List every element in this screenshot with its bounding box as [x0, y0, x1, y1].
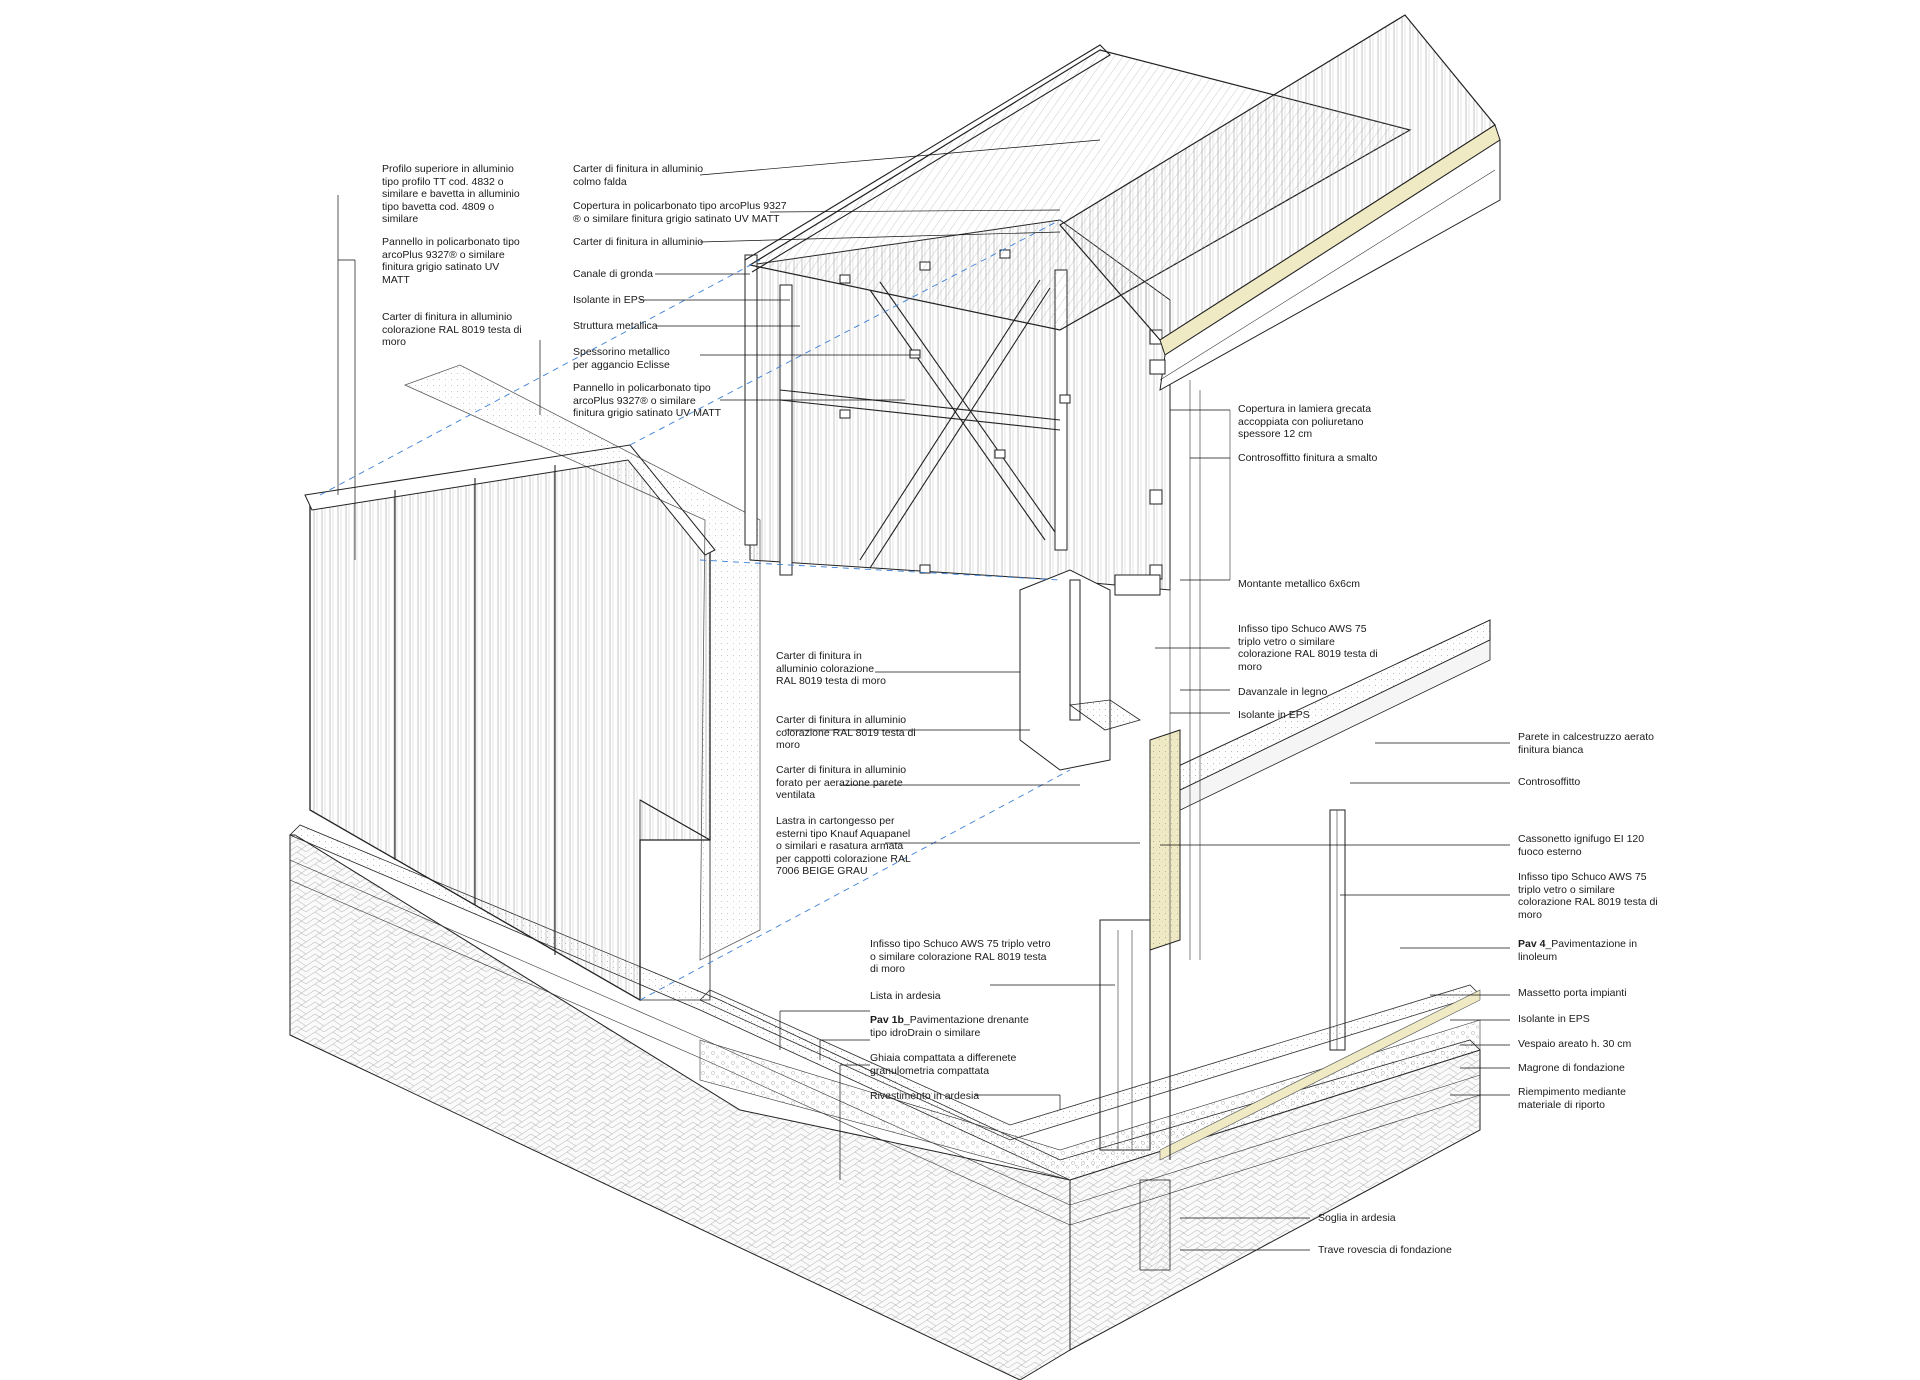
label-carter-ral8019-2: Carter di finitura in alluminio colorazi… — [776, 650, 886, 687]
label-pav-1b: Pav 1b_Pavimentazione drenante tipo idro… — [870, 1014, 1029, 1039]
label-isolante-eps-3: Isolante in EPS — [1518, 1013, 1590, 1025]
label-carter-ral8019-3: Carter di finitura in alluminio colorazi… — [776, 714, 916, 751]
label-copertura-lamiera: Copertura in lamiera grecata accoppiata … — [1238, 403, 1372, 440]
label-cassonetto: Cassonetto ignifugo EI 120 fuoco esterno — [1518, 833, 1645, 858]
label-struttura-metallica: Struttura metallica — [573, 320, 658, 332]
label-trave-rovescia: Trave rovescia di fondazione — [1318, 1244, 1452, 1256]
vertical-reference-lines — [1169, 380, 1231, 1160]
label-pav-4: Pav 4_Pavimentazione in linoleum — [1518, 938, 1637, 963]
label-parete-calcestruzzo: Parete in calcestruzzo aerato finitura b… — [1518, 731, 1654, 756]
label-isolante-eps-2: Isolante in EPS — [1238, 709, 1310, 721]
label-massetto: Massetto porta impianti — [1518, 987, 1627, 999]
label-soglia-ardesia: Soglia in ardesia — [1318, 1212, 1396, 1224]
label-pav-4-text: _Pavimentazione in linoleum — [1518, 938, 1638, 963]
label-pannello-policarbonato-2: Pannello in policarbonato tipo arcoPlus … — [573, 382, 722, 419]
label-copertura-policarbonato: Copertura in policarbonato tipo arcoPlus… — [573, 200, 787, 225]
label-davanzale-legno: Davanzale in legno — [1238, 686, 1328, 698]
label-isolante-eps-1: Isolante in EPS — [573, 294, 645, 306]
label-magrone: Magrone di fondazione — [1518, 1062, 1625, 1074]
label-pav-1b-text: _Pavimentazione drenante tipo idroDrain … — [870, 1014, 1029, 1039]
label-controsoffitto-smalto: Controsoffitto finitura a smalto — [1238, 452, 1378, 464]
label-vespaio: Vespaio areato h. 30 cm — [1518, 1038, 1632, 1050]
label-controsoffitto: Controsoffitto — [1518, 776, 1581, 788]
label-pav-4-code: Pav 4 — [1518, 938, 1546, 950]
label-carter-ral8019: Carter di finitura in alluminio colorazi… — [382, 311, 522, 348]
left-block-back-wall — [403, 364, 761, 961]
insulated-wall — [1099, 729, 1181, 1151]
ground-slab — [699, 984, 1481, 1271]
label-rivestimento-ardesia: Rivestimento in ardesia — [870, 1090, 980, 1102]
label-carter-colmo: Carter di finitura in alluminio colmo fa… — [573, 163, 704, 188]
label-lastra-cartongesso: Lastra in cartongesso per esterni tipo K… — [776, 815, 911, 877]
explosion-leaders — [319, 219, 1071, 1001]
label-pav-1b-code: Pav 1b — [870, 1014, 904, 1026]
label-lista-ardesia: Lista in ardesia — [870, 990, 941, 1002]
window-unit-center — [1019, 569, 1161, 771]
label-carter-alluminio: Carter di finitura in alluminio — [573, 236, 704, 248]
label-spessorino: Spessorino metallico per aggancio Ecliss… — [573, 346, 670, 371]
polycarbonate-gable-panel — [304, 444, 716, 1002]
label-pannello-policarbonato-1: Pannello in policarbonato tipo arcoPlus … — [382, 236, 520, 286]
label-infisso-schuco-2: Infisso tipo Schuco AWS 75 triplo vetro … — [1238, 623, 1378, 673]
label-canale-gronda: Canale di gronda — [573, 268, 653, 280]
label-leaders — [337, 139, 1510, 1251]
label-riempimento: Riempimento mediante materiale di riport… — [1518, 1086, 1626, 1111]
label-ghiaia: Ghiaia compattata a differenete granulom… — [870, 1052, 1017, 1077]
roof — [744, 14, 1501, 391]
label-carter-forato: Carter di finitura in alluminio forato p… — [776, 764, 907, 801]
label-infisso-schuco-3: Infisso tipo Schuco AWS 75 triplo vetro … — [1518, 871, 1658, 921]
label-infisso-schuco-1: Infisso tipo Schuco AWS 75 triplo vetro … — [870, 938, 1051, 975]
label-profilo-superiore: Profilo superiore in alluminio tipo prof… — [382, 163, 520, 225]
label-montante-metallico: Montante metallico 6x6cm — [1238, 578, 1360, 590]
